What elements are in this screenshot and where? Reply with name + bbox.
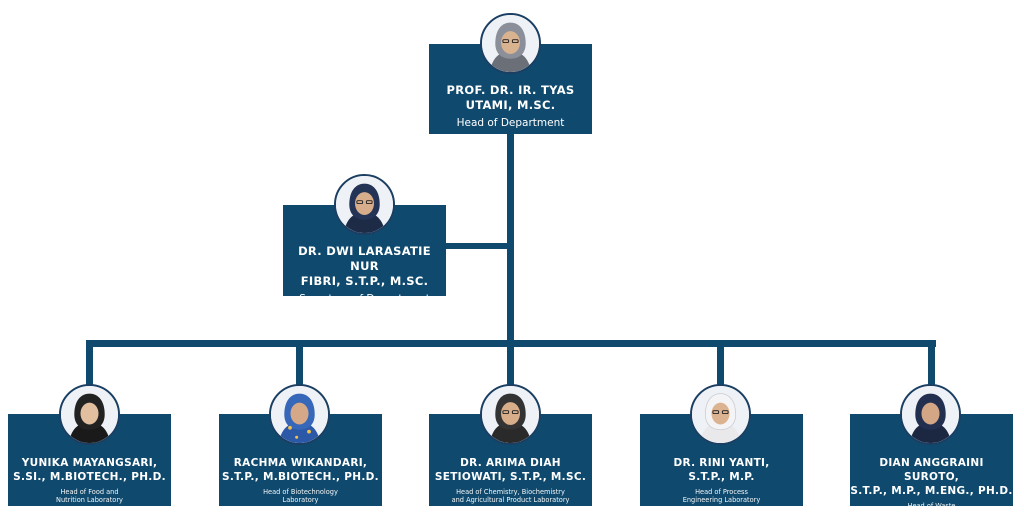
lab-head-card-1: YUNIKA MAYANGSARI, S.SI., M.BIOTECH., PH… <box>8 414 171 506</box>
lab-head-name-1: YUNIKA MAYANGSARI, S.SI., M.BIOTECH., PH… <box>8 456 171 484</box>
person-photo-icon <box>61 386 118 443</box>
lab-head-name-2-line2: S.T.P., M.BIOTECH., PH.D. <box>222 471 379 483</box>
connector-drop-lab-2 <box>296 340 303 396</box>
head-name-line1: PROF. DR. IR. TYAS <box>446 83 575 97</box>
lab-head-avatar-4 <box>690 384 751 445</box>
connector-drop-lab-3 <box>507 340 514 396</box>
head-role: Head of Department <box>456 117 565 129</box>
lab-head-role-2-line1: Head of Biotechnology <box>263 488 338 496</box>
person-photo-icon <box>336 176 393 233</box>
lab-head-role-2: Head of Biotechnology Laboratory <box>219 488 382 505</box>
lab-head-name-2-line1: RACHMA WIKANDARI, <box>233 457 368 469</box>
lab-head-role-3: Head of Chemistry, Biochemistry and Agri… <box>429 488 592 505</box>
lab-head-role-1-line1: Head of Food and <box>60 488 119 496</box>
head-avatar <box>480 13 541 74</box>
lab-head-name-4-line1: DR. RINI YANTI, <box>673 457 770 469</box>
person-photo-icon <box>692 386 749 443</box>
lab-head-name-5-line2: S.T.P., M.P., M.ENG., PH.D. <box>850 485 1013 497</box>
lab-head-name-4-line2: S.T.P., M.P. <box>688 471 755 483</box>
lab-head-role-2-line2: Laboratory <box>282 496 319 505</box>
connector-drop-lab-5 <box>928 340 935 396</box>
secretary-avatar <box>334 174 395 235</box>
lab-head-role-5-line2: Management Laboratory <box>890 510 973 519</box>
lab-head-name-3: DR. ARIMA DIAH SETIOWATI, S.T.P., M.SC. <box>429 456 592 484</box>
lab-head-role-5: Head of Waste Management Laboratory <box>850 502 1013 519</box>
lab-head-avatar-5 <box>900 384 961 445</box>
secretary-role: Secretary of Department <box>299 293 430 305</box>
person-photo-icon <box>482 15 539 72</box>
head-name-line2: UTAMI, M.SC. <box>465 98 556 112</box>
connector-secretary-branch <box>445 243 510 249</box>
person-photo-icon <box>482 386 539 443</box>
head-name: PROF. DR. IR. TYAS UTAMI, M.SC. <box>429 83 592 113</box>
lab-head-name-2: RACHMA WIKANDARI, S.T.P., M.BIOTECH., PH… <box>219 456 382 484</box>
lab-head-name-5-line1: DIAN ANGGRAINI SUROTO, <box>879 457 984 483</box>
lab-head-name-1-line1: YUNIKA MAYANGSARI, <box>21 457 158 469</box>
lab-head-role-3-line1: Head of Chemistry, Biochemistry <box>456 488 565 496</box>
lab-head-role-5-line1: Head of Waste <box>907 502 956 510</box>
lab-head-role-4-line2: Engineering Laboratory <box>682 496 761 505</box>
lab-head-avatar-3 <box>480 384 541 445</box>
lab-head-role-1-line2: Nutrition Laboratory <box>56 496 123 505</box>
lab-head-avatar-1 <box>59 384 120 445</box>
secretary-name: DR. DWI LARASATIE NUR FIBRI, S.T.P., M.S… <box>283 244 446 289</box>
connector-drop-lab-1 <box>86 340 93 396</box>
lab-head-name-5: DIAN ANGGRAINI SUROTO, S.T.P., M.P., M.E… <box>850 456 1013 498</box>
connector-trunk <box>507 132 514 346</box>
lab-head-avatar-2 <box>269 384 330 445</box>
person-photo-icon <box>902 386 959 443</box>
lab-head-role-1: Head of Food and Nutrition Laboratory <box>8 488 171 505</box>
lab-head-role-4-line1: Head of Process <box>695 488 748 496</box>
connector-drop-lab-4 <box>717 340 724 396</box>
secretary-card: DR. DWI LARASATIE NUR FIBRI, S.T.P., M.S… <box>283 205 446 305</box>
lab-head-name-4: DR. RINI YANTI, S.T.P., M.P. <box>640 456 803 484</box>
lab-head-name-3-line1: DR. ARIMA DIAH <box>460 457 561 469</box>
lab-head-name-3-line2: SETIOWATI, S.T.P., M.SC. <box>434 471 587 483</box>
lab-head-name-1-line2: S.SI., M.BIOTECH., PH.D. <box>13 471 166 483</box>
lab-head-role-4: Head of Process Engineering Laboratory <box>640 488 803 505</box>
secretary-name-line1: DR. DWI LARASATIE NUR <box>298 244 431 273</box>
person-photo-icon <box>271 386 328 443</box>
lab-head-role-3-line2: and Agricultural Product Laboratory <box>451 496 570 505</box>
secretary-name-line2: FIBRI, S.T.P., M.SC. <box>300 274 429 288</box>
